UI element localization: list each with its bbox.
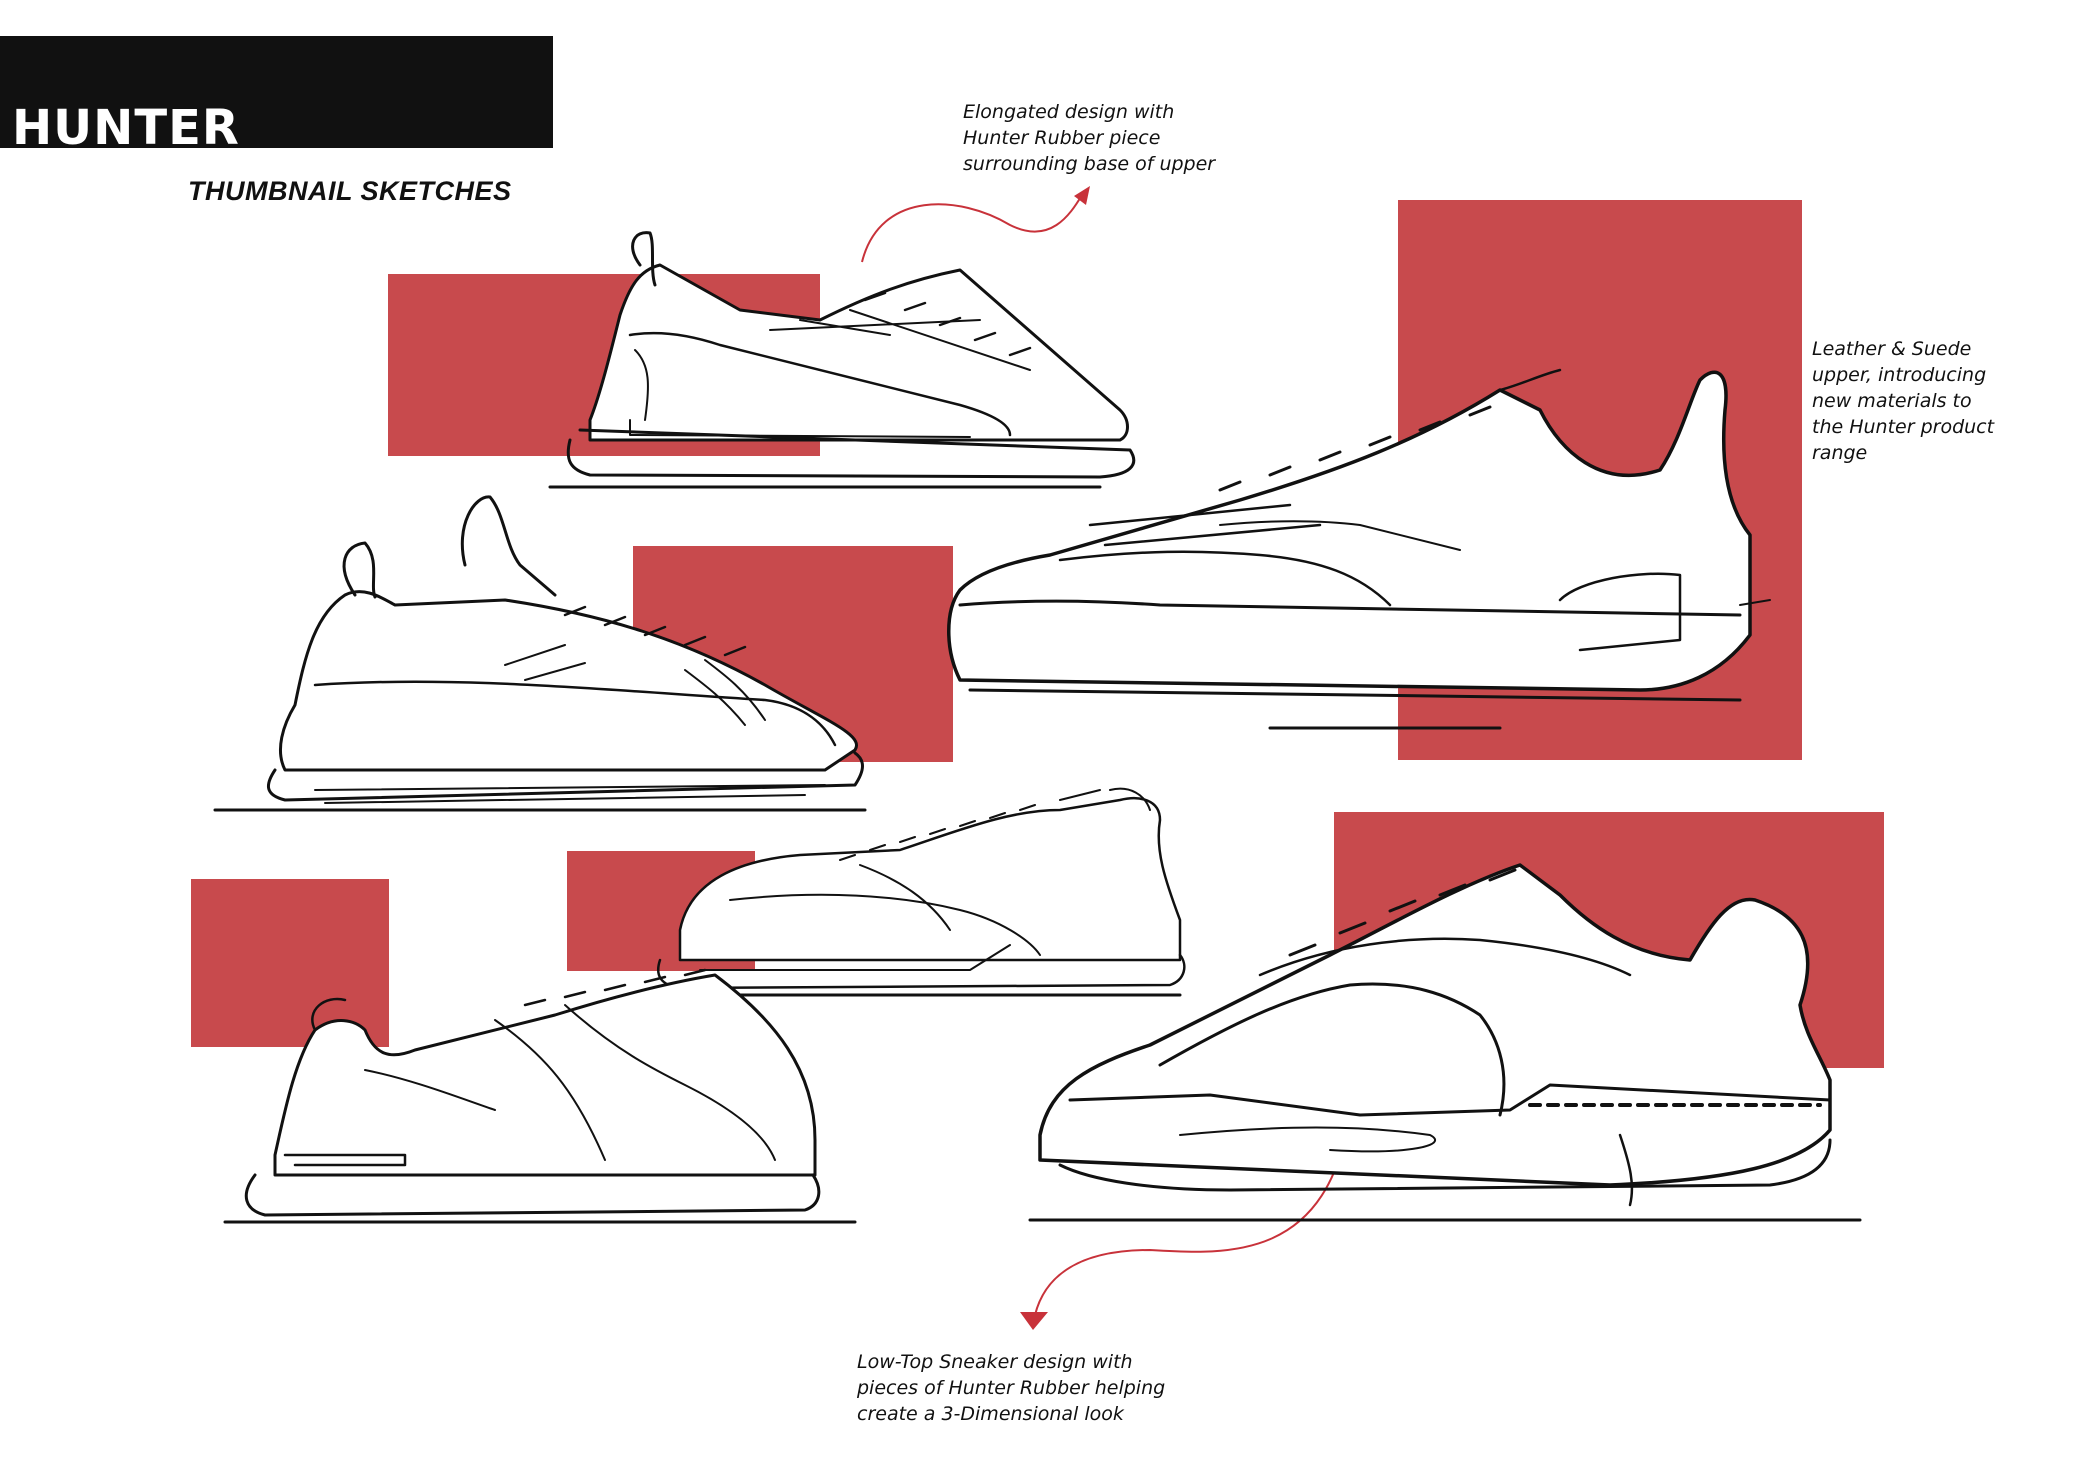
annotation-line: Elongated design with: [963, 101, 1175, 123]
annotation-right: Leather & Suede upper, introducing new m…: [1812, 336, 1994, 466]
arrow-top-head-icon: [1074, 186, 1090, 205]
red-block-6: [191, 879, 389, 1047]
sneaker-sketch-5: [223, 968, 857, 1224]
annotation-line: Low-Top Sneaker design with: [857, 1351, 1133, 1373]
header-bar: [0, 36, 553, 148]
page-subtitle: THUMBNAIL SKETCHES: [188, 176, 512, 206]
sneaker-sketch-3: [213, 495, 867, 812]
brand-logo: HUNTER: [12, 100, 240, 156]
annotation-line: new materials to: [1812, 390, 1972, 412]
annotation-line: create a 3-Dimensional look: [857, 1403, 1124, 1425]
annotation-line: range: [1812, 442, 1868, 464]
annotation-line: pieces of Hunter Rubber helping: [857, 1377, 1166, 1399]
sneaker-sketch-2: [947, 368, 1771, 730]
sneaker-sketch-4: [648, 787, 1186, 997]
annotation-line: Hunter Rubber piece: [963, 127, 1161, 149]
annotation-top: Elongated design with Hunter Rubber piec…: [963, 99, 1215, 177]
annotation-bottom: Low-Top Sneaker design with pieces of Hu…: [857, 1349, 1165, 1427]
sneaker-sketch-1: [548, 231, 1136, 489]
sneaker-sketch-6: [1028, 863, 1862, 1222]
annotation-line: upper, introducing: [1812, 364, 1987, 386]
annotation-line: the Hunter product: [1812, 416, 1995, 438]
arrow-bottom-head-icon: [1020, 1312, 1048, 1330]
annotation-line: surrounding base of upper: [963, 153, 1216, 175]
annotation-line: Leather & Suede: [1812, 338, 1972, 360]
